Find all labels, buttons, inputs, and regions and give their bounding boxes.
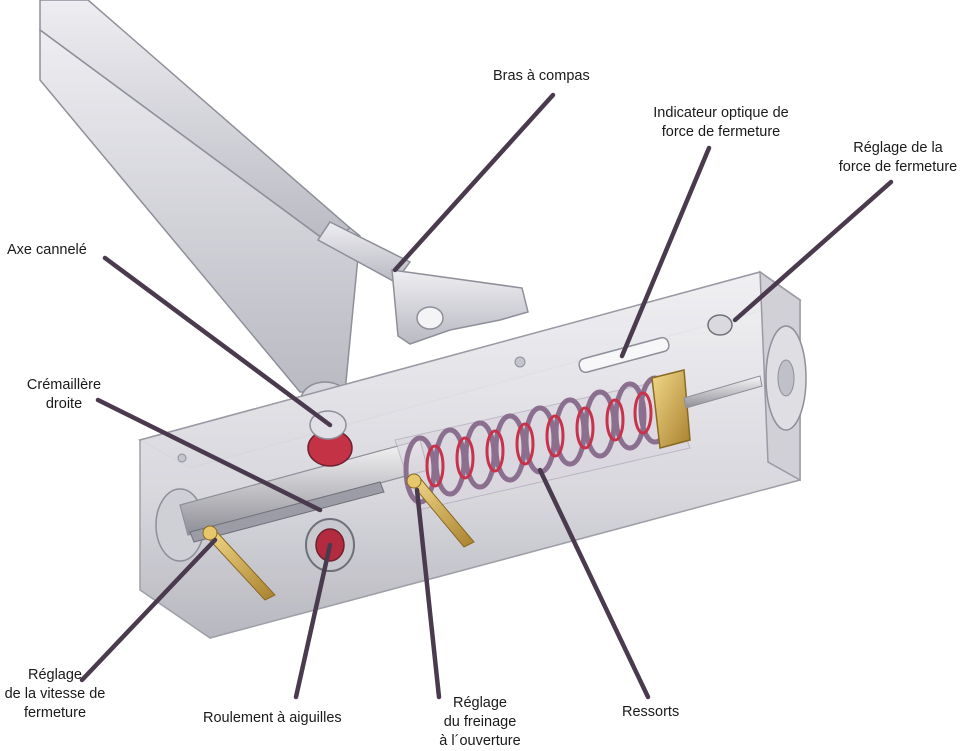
label-cremaillere: Crémaillère droite	[14, 376, 114, 414]
arm-bracket	[391, 269, 529, 345]
label-axe-cannele: Axe cannelé	[7, 241, 87, 260]
label-line: fermeture	[23, 705, 87, 721]
leader-reglage-force	[732, 179, 894, 323]
label-reglage-freinage: Réglage du freinage à l´ouverture	[420, 694, 540, 751]
label-line: Ressorts	[622, 704, 680, 720]
label-ressorts: Ressorts	[622, 703, 679, 722]
label-roulement: Roulement à aiguilles	[203, 709, 342, 728]
rack	[189, 481, 385, 543]
label-line: à l´ouverture	[439, 733, 521, 749]
label-line: Crémaillère	[26, 377, 102, 393]
label-indicateur-optique: Indicateur optique de force de fermeture	[628, 104, 814, 142]
label-line: force de fermeture	[838, 159, 958, 175]
leader-lines	[79, 92, 894, 700]
body-screw-left	[177, 453, 187, 463]
adjust-screw	[683, 375, 763, 409]
body-screw	[514, 356, 526, 368]
spring	[394, 314, 763, 511]
leader-axe-cannele	[102, 255, 333, 428]
leader-roulement	[293, 542, 333, 700]
label-line: de la vitesse de	[4, 686, 106, 702]
valves	[202, 473, 475, 601]
leader-ressorts	[537, 467, 651, 700]
leader-bras-compas	[392, 92, 556, 273]
label-line: Réglage	[27, 667, 82, 683]
bracket-hole	[416, 306, 444, 330]
label-line: force de fermeture	[661, 124, 781, 140]
leader-reglage-freinage	[414, 487, 442, 700]
leader-cremaillere	[95, 397, 323, 513]
label-line: Réglage de la	[853, 140, 943, 156]
label-line: du freinage	[443, 714, 517, 730]
brake-valve-head	[406, 473, 422, 489]
label-line: Axe cannelé	[7, 242, 87, 258]
adjust-screw-head	[707, 314, 733, 336]
label-reglage-vitesse: Réglage de la vitesse de fermeture	[0, 666, 110, 723]
label-line: Réglage	[452, 695, 507, 711]
label-reglage-force: Réglage de la force de fermeture	[826, 139, 970, 177]
label-line: Indicateur optique de	[653, 105, 789, 121]
inner-spring-coils	[425, 391, 653, 488]
leader-indicateur	[619, 145, 712, 359]
spring-adjuster-nut	[651, 369, 691, 449]
outer-spring-coils	[403, 375, 672, 505]
label-line: droite	[45, 396, 83, 412]
speed-valve-head	[202, 525, 218, 541]
end-plate-hole	[777, 359, 795, 397]
label-bras-compas: Bras à compas	[493, 67, 590, 86]
leader-reglage-vitesse	[79, 537, 218, 683]
label-line: Bras à compas	[493, 68, 590, 84]
label-line: Roulement à aiguilles	[203, 710, 342, 726]
